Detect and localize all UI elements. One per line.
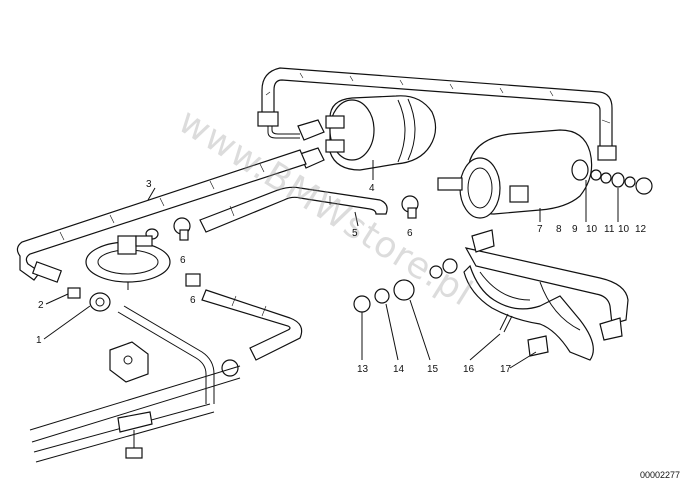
hose-end-fitting xyxy=(31,261,63,283)
part-label-15: 15 xyxy=(427,364,439,375)
leader-lines xyxy=(43,180,619,369)
part-label-11: 11 xyxy=(604,224,615,235)
part-label-6-left: 6 xyxy=(180,255,186,266)
part-label-3: 3 xyxy=(146,179,152,190)
pump-fittings xyxy=(571,159,653,195)
return-pipe-metal xyxy=(257,111,617,161)
part-label-8: 8 xyxy=(556,224,562,235)
lower-clamp xyxy=(221,359,239,377)
part-label-1: 1 xyxy=(36,335,42,346)
pipe-holder-bracket xyxy=(109,341,153,459)
part-label-5: 5 xyxy=(352,228,358,239)
hose-clamp-lower xyxy=(185,273,201,287)
lower-hose xyxy=(201,289,303,361)
part-label-6-upper: 6 xyxy=(407,228,413,239)
part-label-14: 14 xyxy=(393,364,405,375)
part-label-2: 2 xyxy=(38,300,44,311)
fuel-pump xyxy=(437,129,593,222)
middle-hose xyxy=(199,186,388,233)
part-label-4: 4 xyxy=(369,183,375,194)
mounting-rubbers xyxy=(353,258,458,313)
part-label-6-lower: 6 xyxy=(190,295,196,306)
pump-carrier-bracket xyxy=(463,229,629,361)
fuel-filter xyxy=(325,95,437,180)
feed-hose-main xyxy=(16,149,307,281)
fuel-lines-bottom xyxy=(29,305,241,463)
screw-part-16 xyxy=(499,313,513,333)
part-label-10-b: 10 xyxy=(618,224,630,235)
part-label-17: 17 xyxy=(500,364,512,375)
hose-clamp-left xyxy=(145,217,191,241)
tank-sender-unit xyxy=(85,235,171,290)
hose-clamp-upper xyxy=(401,195,419,219)
diagram-id: 00002277 xyxy=(639,470,680,480)
rubber-grommet xyxy=(89,292,111,312)
part-label-7: 7 xyxy=(537,224,543,235)
part-label-13: 13 xyxy=(357,364,369,375)
part-label-12: 12 xyxy=(635,224,647,235)
part-label-16: 16 xyxy=(463,364,475,375)
part-label-10-a: 10 xyxy=(586,224,598,235)
nipple-part-2 xyxy=(67,287,81,299)
part-label-9: 9 xyxy=(572,224,578,235)
